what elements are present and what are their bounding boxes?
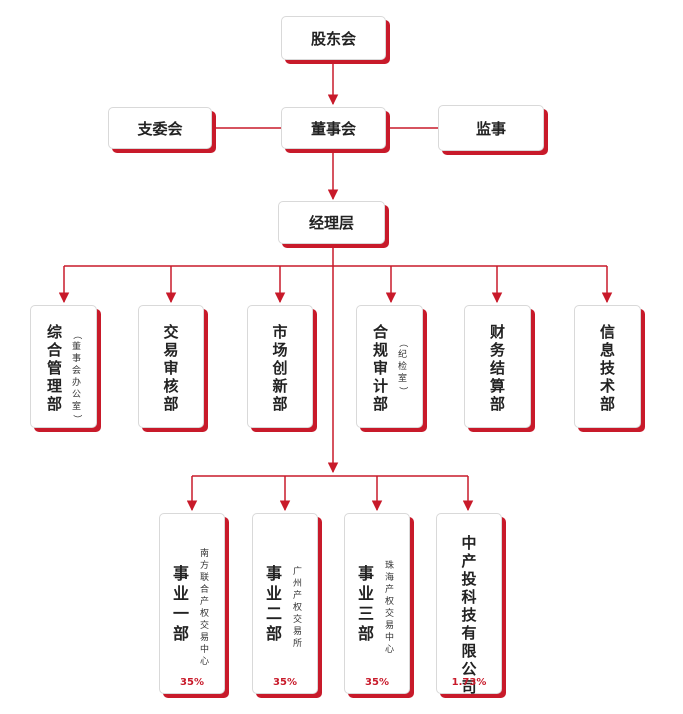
node-party-committee-label: 支委会: [137, 119, 183, 138]
dept-6-label: 信 息 技 术 部: [599, 323, 615, 413]
node-board: 董事会: [281, 107, 386, 149]
node-management-label: 经理层: [308, 214, 354, 232]
node-supervisor: 监事: [438, 105, 544, 151]
dept-1-label: 综 合 管 理 部: [46, 323, 62, 413]
division-3-share: 35%: [365, 677, 389, 688]
dept-box-2: 交 易 审 核 部: [138, 305, 204, 428]
division-3-label: 事 业 三 部: [357, 564, 374, 643]
dept-3-label: 市 场 创 新 部: [272, 323, 288, 413]
node-shareholders-label: 股东会: [310, 29, 356, 48]
dept-1-note: （ 董 事 会 办 公 室 ）: [71, 330, 82, 424]
division-3-entity: 珠 海 产 权 交 易 中 心: [385, 561, 395, 655]
dept-box-4: 合 规 审 计 部 （ 纪 检 室 ）: [356, 305, 423, 428]
division-4-share: 1.73%: [451, 677, 487, 688]
division-box-4: 中 产 投 科 技 有 限 公 司 1.73%: [436, 513, 502, 696]
dept-box-5: 财 务 结 算 部: [464, 305, 531, 428]
division-box-1: 事 业 一 部 南 方 联 合 产 权 交 易 中 心 35%: [159, 513, 225, 694]
node-shareholders: 股东会: [281, 16, 386, 60]
division-box-2: 事 业 二 部 广 州 产 权 交 易 所 35%: [252, 513, 318, 694]
dept-box-3: 市 场 创 新 部: [247, 305, 313, 428]
division-2-entity: 广 州 产 权 交 易 所: [293, 567, 303, 649]
node-supervisor-label: 监事: [475, 119, 506, 138]
dept-2-label: 交 易 审 核 部: [163, 323, 179, 413]
dept-4-label: 合 规 审 计 部: [372, 323, 388, 413]
node-board-label: 董事会: [310, 119, 356, 138]
division-2-share: 35%: [273, 677, 297, 688]
division-1-label: 事 业 一 部: [172, 564, 189, 643]
dept-4-note: （ 纪 检 室 ）: [397, 338, 408, 396]
node-management: 经理层: [278, 201, 385, 244]
dept-5-label: 财 务 结 算 部: [489, 323, 505, 413]
division-1-share: 35%: [180, 677, 204, 688]
dept-box-6: 信 息 技 术 部: [574, 305, 641, 428]
dept-box-1: 综 合 管 理 部 （ 董 事 会 办 公 室 ）: [30, 305, 97, 428]
division-4-label: 中 产 投 科 技 有 限 公 司: [461, 534, 477, 696]
division-1-entity: 南 方 联 合 产 权 交 易 中 心: [200, 549, 210, 667]
division-2-label: 事 业 二 部: [265, 564, 282, 643]
node-party-committee: 支委会: [108, 107, 212, 149]
division-box-3: 事 业 三 部 珠 海 产 权 交 易 中 心 35%: [344, 513, 410, 694]
